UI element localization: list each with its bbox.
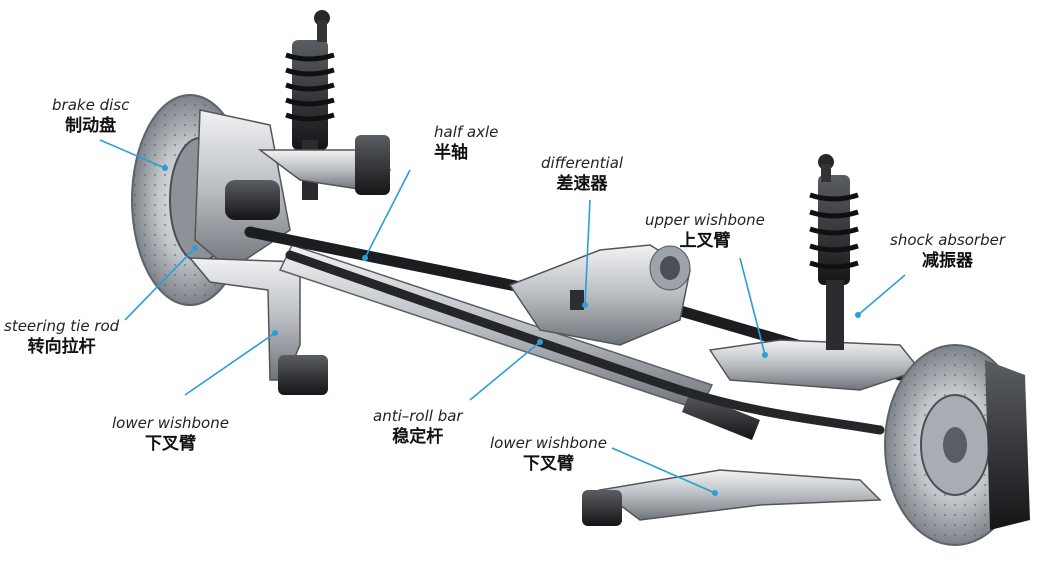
label-lower-wishbone-left: lower wishbone 下叉臂 (112, 414, 229, 455)
leader-upper-wishbone (739, 257, 766, 356)
label-lower-wishbone-left-en: lower wishbone (112, 414, 229, 432)
leader-shock-absorber (857, 274, 906, 316)
label-half-axle-zh: 半轴 (434, 143, 468, 164)
label-differential-zh: 差速器 (556, 174, 608, 195)
label-lower-wishbone-left-zh: 下叉臂 (144, 434, 196, 455)
left-lower-bushing (278, 355, 328, 395)
leader-lines (99, 139, 906, 496)
leader-dot-steering-tie-rod (192, 245, 198, 251)
leader-differential (584, 199, 591, 306)
label-upper-wishbone: upper wishbone 上叉臂 (645, 211, 765, 252)
left-upper-bushing (355, 135, 390, 195)
rack-boot-right (682, 392, 760, 440)
label-shock-absorber-en: shock absorber (890, 231, 1005, 249)
label-upper-wishbone-zh: 上叉臂 (679, 231, 731, 252)
label-upper-wishbone-en: upper wishbone (645, 211, 765, 229)
left-shock-absorber (285, 10, 335, 200)
label-steering-tie-rod-en: steering tie rod (4, 317, 120, 335)
label-steering-tie-rod-zh: 转向拉杆 (27, 337, 96, 358)
leader-dot-half-axle (362, 255, 368, 261)
half-axle-left (244, 226, 566, 301)
label-brake-disc-zh: 制动盘 (65, 116, 117, 137)
label-brake-disc: brake disc 制动盘 (52, 96, 130, 137)
label-anti-roll-bar-zh: 稳定杆 (392, 427, 444, 448)
leader-dot-upper-wishbone (762, 352, 768, 358)
label-lower-wishbone-right-en: lower wishbone (490, 434, 607, 452)
label-brake-disc-en: brake disc (52, 96, 130, 114)
label-lower-wishbone-right: lower wishbone 下叉臂 (490, 434, 607, 475)
label-anti-roll-bar-en: anti–roll bar (373, 407, 463, 425)
right-lower-bushing (582, 490, 622, 526)
differential-housing (508, 244, 691, 346)
label-half-axle-en: half axle (434, 123, 499, 141)
right-lower-wishbone (598, 469, 882, 521)
leader-steering-tie-rod (124, 247, 196, 321)
leader-brake-disc (99, 139, 166, 169)
label-shock-absorber-zh: 减振器 (922, 251, 973, 272)
leader-half-axle (364, 169, 411, 259)
right-brake-disc (884, 344, 1030, 546)
label-shock-absorber: shock absorber 减振器 (890, 231, 1005, 272)
anti-roll-bar-shape (285, 250, 885, 435)
right-shock-absorber (809, 154, 859, 350)
leader-lower-wishbone-left (184, 332, 276, 396)
right-upper-wishbone (708, 339, 922, 391)
label-differential: differential 差速器 (541, 154, 624, 195)
leader-dot-lower-wishbone-left (272, 330, 278, 336)
leader-lower-wishbone-right (611, 447, 716, 494)
label-lower-wishbone-right-zh: 下叉臂 (522, 454, 574, 475)
leader-anti-roll-bar (469, 341, 541, 401)
leader-dot-brake-disc (162, 165, 168, 171)
label-steering-tie-rod: steering tie rod 转向拉杆 (4, 317, 120, 358)
leader-dot-lower-wishbone-right (712, 490, 718, 496)
leader-dot-shock-absorber (855, 312, 861, 318)
left-knuckle (194, 109, 291, 271)
leader-dot-anti-roll-bar (537, 339, 543, 345)
label-anti-roll-bar: anti–roll bar 稳定杆 (373, 407, 463, 448)
label-differential-en: differential (541, 154, 624, 172)
label-half-axle: half axle 半轴 (434, 123, 499, 164)
leader-dot-differential (582, 302, 588, 308)
